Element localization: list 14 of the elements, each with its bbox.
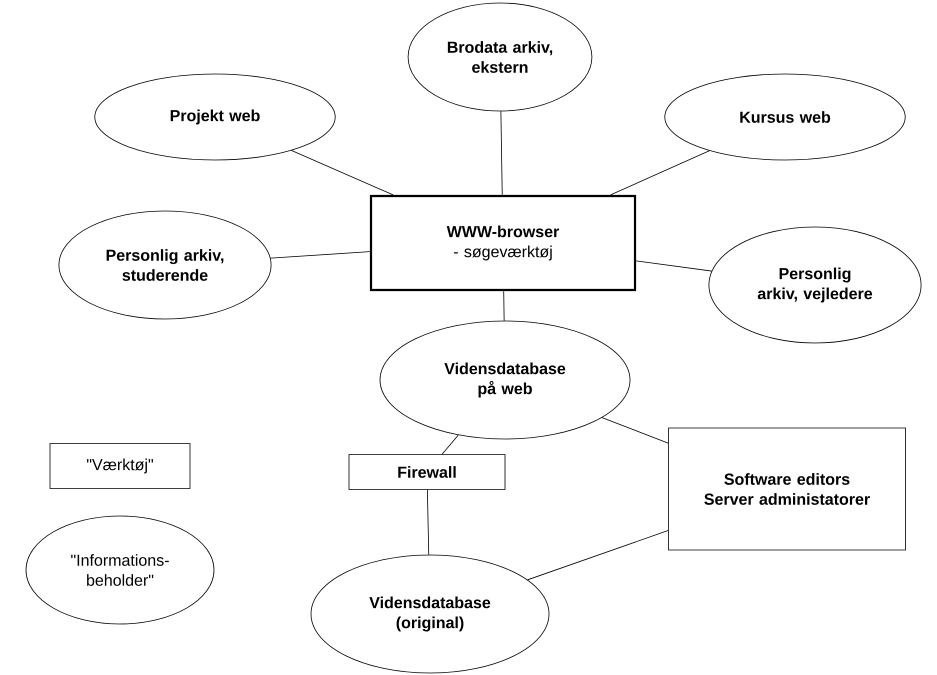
connector-line — [500, 111, 503, 196]
tool-box: WWW-browser - søgeværktøj — [370, 194, 636, 292]
firewall-box: Firewall — [348, 454, 506, 490]
connector-line — [636, 260, 712, 272]
people-box: Software editors Server administatorer — [668, 428, 906, 550]
connector-line — [610, 150, 710, 196]
connector-line — [426, 490, 430, 555]
connector-line — [270, 251, 370, 259]
connector-line — [291, 150, 394, 196]
connector-line — [602, 417, 668, 444]
connector-line — [503, 290, 505, 321]
connector-line — [442, 434, 459, 454]
legend-box: "Værktøj" — [50, 443, 190, 489]
connector-line — [527, 530, 668, 580]
